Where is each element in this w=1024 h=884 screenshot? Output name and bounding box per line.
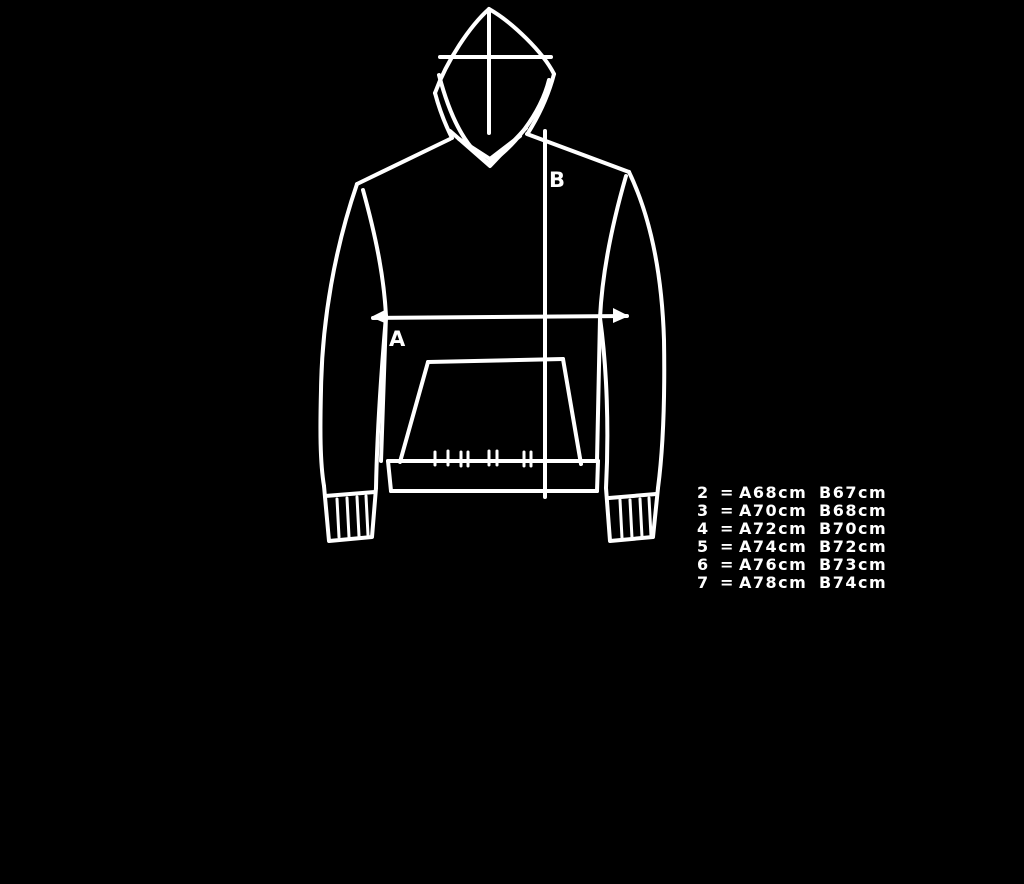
hood-left-lower-edge — [433, 91, 454, 140]
measure-b-label: B — [549, 168, 565, 192]
hood-right-outer-edge — [487, 7, 556, 76]
left-cuff-rib — [355, 495, 361, 538]
right-shoulder-seam — [525, 132, 631, 174]
measurement-b-value: B70cm — [819, 519, 888, 538]
kangaroo-pocket — [398, 357, 583, 466]
left-sleeve-outer-edge — [318, 182, 359, 488]
size-legend-row: 4 = A72cm B70cm — [697, 520, 887, 538]
right-sleeve — [598, 170, 667, 543]
measurement-a-value: A78cm — [739, 573, 808, 592]
equals-sign: = — [720, 537, 735, 556]
measure-b: B — [543, 129, 565, 499]
right-cuff-top-seam — [607, 492, 658, 500]
measurement-b-value: B68cm — [819, 501, 888, 520]
left-cuff-top-seam — [323, 490, 377, 498]
left-armhole-seam — [361, 188, 388, 318]
right-sleeve-outer-edge — [627, 170, 667, 490]
size-legend-row: 2 = A68cm B67cm — [697, 484, 887, 502]
measure-a-line — [371, 314, 629, 320]
left-cuff-rib — [364, 494, 370, 537]
size-legend: 2 = A68cm B67cm 3 = A70cm B68cm 4 = A72c… — [697, 484, 887, 592]
measurement-a-value: A76cm — [739, 555, 808, 574]
hem-band-right — [595, 459, 600, 493]
pocket-left-edge — [398, 360, 430, 464]
equals-sign: = — [720, 483, 735, 502]
collar — [448, 126, 528, 168]
size-number: 7 — [697, 573, 710, 592]
measurement-a-value: A70cm — [739, 501, 808, 520]
measure-a-label: A — [389, 327, 406, 351]
pocket-top-edge — [426, 357, 565, 364]
hem-band-left — [386, 459, 393, 493]
equals-sign: = — [720, 555, 735, 574]
left-shoulder-seam — [355, 137, 452, 186]
hood-right-lower-edge — [526, 72, 556, 135]
right-side-seam — [595, 316, 602, 463]
measurement-b-value: B73cm — [819, 555, 888, 574]
size-number: 3 — [697, 501, 710, 520]
size-legend-row: 6 = A76cm B73cm — [697, 556, 887, 574]
right-cuff-rib — [647, 496, 653, 538]
equals-sign: = — [720, 501, 735, 520]
hood-left-outer-edge — [433, 7, 491, 95]
right-cuff-rib — [638, 497, 644, 539]
size-number: 4 — [697, 519, 710, 538]
hood-face-opening — [437, 73, 551, 165]
hem-stitch-ticks — [433, 449, 533, 468]
measure-a-left-arrowhead — [371, 309, 387, 324]
size-number: 5 — [697, 537, 710, 556]
measure-a: A — [371, 308, 629, 351]
left-cuff-rib — [335, 497, 341, 539]
measurement-a-value: A72cm — [739, 519, 808, 538]
measurement-b-value: B72cm — [819, 537, 888, 556]
left-side-seam — [379, 314, 388, 463]
size-legend-row: 3 = A70cm B68cm — [697, 502, 887, 520]
measurement-b-value: B74cm — [819, 573, 888, 592]
equals-sign: = — [720, 519, 735, 538]
left-sleeve — [318, 182, 388, 543]
pocket-right-edge — [561, 357, 583, 466]
measurement-a-value: A68cm — [739, 483, 808, 502]
measurement-a-value: A74cm — [739, 537, 808, 556]
measure-a-right-arrowhead — [613, 308, 629, 323]
measurement-b-value: B67cm — [819, 483, 888, 502]
hood — [433, 7, 556, 165]
equals-sign: = — [720, 573, 735, 592]
right-sleeve-inner-edge — [598, 316, 610, 490]
collar-v-inner — [457, 134, 522, 161]
size-number: 2 — [697, 483, 710, 502]
size-legend-row: 7 = A78cm B74cm — [697, 574, 887, 592]
right-cuff-rib — [618, 498, 624, 540]
left-cuff-rib — [345, 496, 351, 539]
size-number: 6 — [697, 555, 710, 574]
left-cuff-outline — [322, 484, 378, 543]
size-legend-row: 5 = A74cm B72cm — [697, 538, 887, 556]
right-cuff-rib — [628, 498, 634, 540]
right-armhole-seam — [598, 174, 628, 320]
body — [379, 314, 602, 493]
